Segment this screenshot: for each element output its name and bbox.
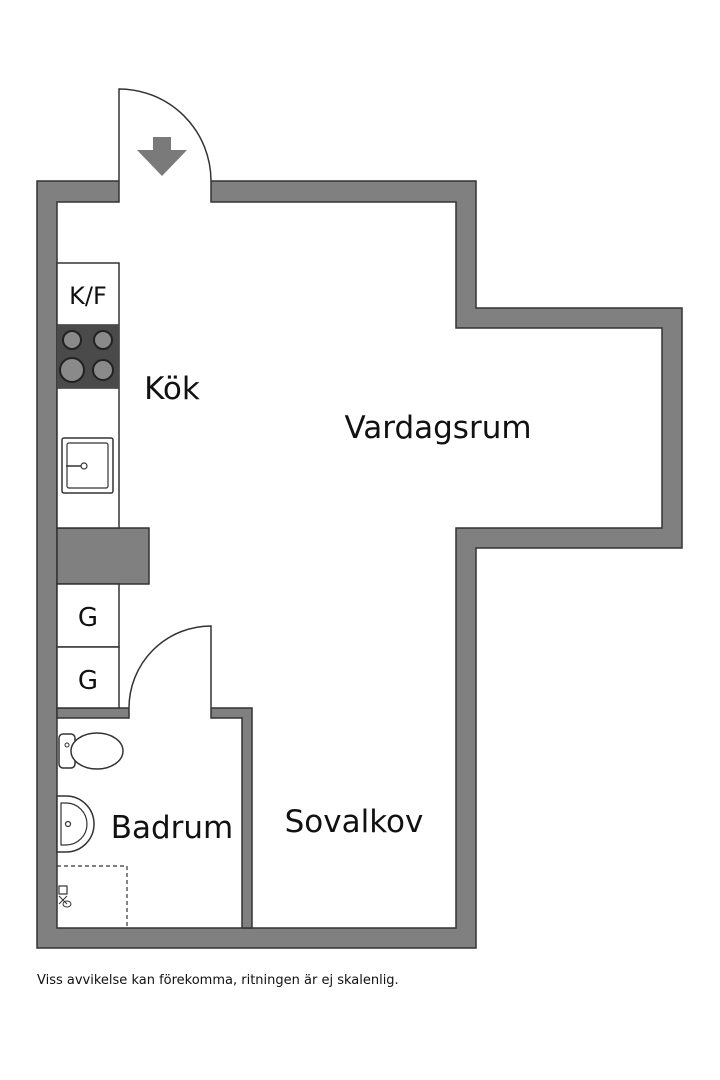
entrance-door [118, 88, 212, 182]
fridge-freezer-label: K/F [69, 282, 107, 310]
kitchen-wall-stub [56, 527, 150, 585]
bathroom-label: Badrum [111, 810, 234, 846]
bathroom-door [128, 625, 212, 709]
wardrobe-2 [56, 646, 120, 709]
wardrobe-2-label: G [78, 666, 98, 696]
shower-icon [57, 865, 128, 928]
disclaimer-text: Viss avvikelse kan förekomma, ritningen … [37, 973, 399, 988]
sleeping-alcove-label: Sovalkov [285, 804, 424, 840]
wardrobe-1-label: G [78, 603, 98, 633]
entrance-arrow-icon [137, 137, 187, 176]
kitchen-label: Kök [144, 371, 200, 407]
washbasin-icon [56, 795, 95, 853]
stove-icon [57, 325, 119, 388]
kitchen-sink-icon [61, 437, 114, 494]
toilet-icon [58, 732, 124, 770]
living-room-label: Vardagsrum [344, 410, 531, 446]
